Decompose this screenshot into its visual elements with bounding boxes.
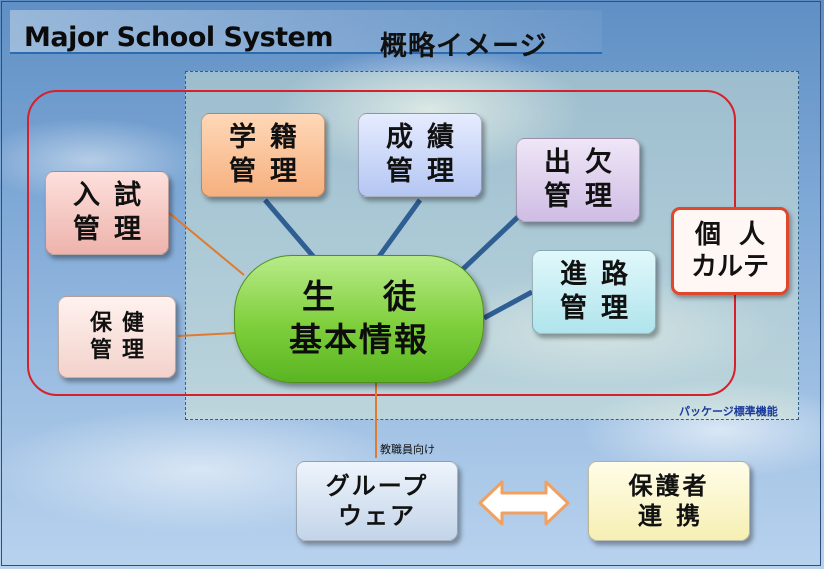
guardian-line1: 保護者 xyxy=(628,472,710,500)
connector-nyushi xyxy=(167,211,245,276)
package-standard-label: パッケージ標準機能 xyxy=(679,405,778,418)
title-bar: Major School System 概略イメージ xyxy=(10,10,602,62)
module-karte-line2: カルテ xyxy=(690,252,769,282)
module-gakuseki-line1: 学籍 xyxy=(229,122,311,154)
external-guardian-link: 保護者 連携 xyxy=(588,461,750,541)
module-hoken-kanri: 保健 管理 xyxy=(58,296,176,378)
groupware-audience-note: 教職員向け xyxy=(380,443,435,456)
module-gakuseki-line2: 管理 xyxy=(229,156,311,187)
student-basic-info-hub: 生徒 基本情報 xyxy=(234,255,484,383)
module-hoken-line1: 保健 xyxy=(89,310,154,336)
connector-gakuseki xyxy=(263,198,320,264)
module-seiseki-kanri: 成績 管理 xyxy=(358,113,482,197)
connector-shinro xyxy=(482,289,534,321)
module-hoken-line2: 管理 xyxy=(89,338,154,363)
title-english: Major School System xyxy=(24,22,334,53)
guardian-line2: 連携 xyxy=(638,502,714,530)
module-gakuseki-kanri: 学籍 管理 xyxy=(201,113,325,197)
module-nyushi-line2: 管理 xyxy=(73,214,155,245)
external-groupware: グループ ウェア xyxy=(296,461,458,541)
connector-hoken xyxy=(177,332,237,337)
module-karte-line1: 個人 xyxy=(694,219,783,250)
module-shukketsu-line2: 管理 xyxy=(544,181,626,212)
module-shinro-line2: 管理 xyxy=(560,293,642,324)
module-shinro-kanri: 進路 管理 xyxy=(532,250,656,334)
module-shukketsu-line1: 出欠 xyxy=(544,147,626,179)
connector-shukketsu xyxy=(460,213,522,272)
module-nyushi-line1: 入試 xyxy=(73,180,155,212)
module-shukketsu-kanri: 出欠 管理 xyxy=(516,138,640,222)
hub-line2: 基本情報 xyxy=(289,320,429,359)
module-seiseki-line1: 成績 xyxy=(386,122,468,154)
module-nyushi-kanri: 入試 管理 xyxy=(45,171,169,255)
module-kojin-karte: 個人 カルテ xyxy=(671,207,789,295)
double-arrow-icon xyxy=(478,480,570,526)
module-shinro-line1: 進路 xyxy=(560,259,642,291)
title-japanese: 概略イメージ xyxy=(380,31,548,62)
hub-line1: 生徒 xyxy=(302,277,464,317)
groupware-line2: ウェア xyxy=(338,502,416,530)
module-seiseki-line2: 管理 xyxy=(386,156,468,187)
groupware-line1: グループ xyxy=(325,472,429,500)
connector-seiseki xyxy=(375,198,423,260)
